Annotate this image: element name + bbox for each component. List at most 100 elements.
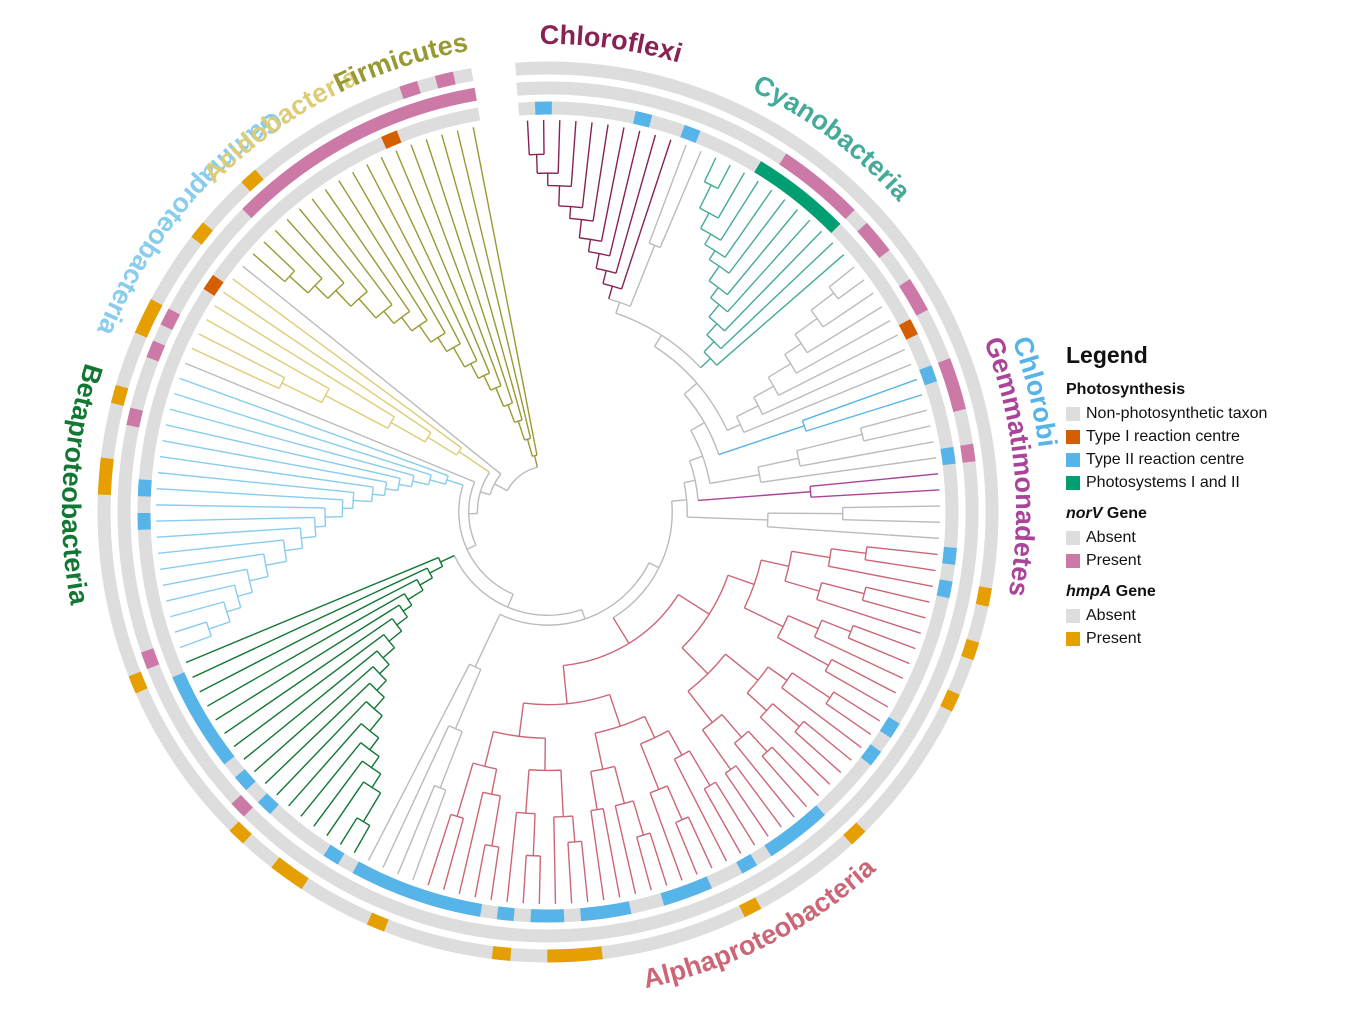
branch-arc [284,270,296,283]
tip-branch [636,836,652,891]
branch-arc [703,351,718,366]
internal-branch [480,491,491,496]
photosynthesis-mark [234,769,256,791]
internal-branch [677,593,710,615]
tip-branch [300,742,362,817]
tip-branch [802,378,918,422]
photosynthesis-mark [580,901,632,922]
tip-branch [179,635,212,649]
branch-arc [687,653,726,692]
internal-branch [581,609,586,620]
branch-arc [690,430,711,484]
internal-branch [613,766,626,804]
tip-branch [828,266,855,288]
swatch-hmpa-absent [1066,608,1080,623]
tip-branch [860,409,927,429]
tip-branch [842,519,940,523]
legend-label: Present [1086,551,1142,569]
internal-branch [683,382,698,395]
tip-branch [648,144,687,244]
norv-mark [779,153,855,219]
tip-branch [286,218,345,284]
branch-arc [516,811,536,815]
tip-branch [733,742,795,818]
internal-branch [369,737,380,751]
swatch-norv-absent [1066,530,1080,545]
branch-arc [710,297,728,313]
swatch-photosystems [1066,475,1080,490]
tip-branch [567,842,573,904]
internal-branch [419,577,433,586]
branch-arc [563,594,679,667]
tip-branch [865,559,936,572]
tip-branch [174,392,432,476]
branch-arc [365,701,383,717]
legend-photosynthesis-title: Photosynthesis [1066,381,1186,398]
branch-arc [350,291,368,307]
internal-branch [608,694,622,727]
internal-branch [578,219,583,238]
tip-branch [580,841,589,903]
internal-branch [533,455,539,468]
branch-arc [743,559,762,609]
internal-branch [484,731,495,767]
tip-branch [687,816,713,869]
internal-branch [571,815,576,842]
tip-branch [703,788,742,854]
branch-arc [612,501,673,619]
tip-branch [191,347,280,390]
legend-title: Legend [1066,342,1148,368]
branch-arc [375,304,393,319]
photosynthesis-mark [633,111,653,128]
photosynthesis-mark [660,876,712,906]
tip-branch [458,792,484,894]
internal-branch [708,250,716,260]
branch-arc [703,781,716,790]
legend-group-photosynthesis: Photosynthesis Non-photosynthetic taxon … [1066,381,1356,494]
tip-branch [242,265,502,475]
internal-branch [784,580,820,592]
internal-branch [699,184,712,209]
internal-branch [474,614,501,668]
gene-name: hmpA [1066,583,1112,600]
tip-branch [326,781,365,837]
branch-arc [455,447,462,456]
internal-branch [718,425,805,456]
internal-branch [560,770,564,817]
tip-branch [223,291,432,434]
internal-branch [440,554,455,563]
branch-arc [493,730,546,739]
branch-arc [205,621,212,637]
internal-branch [648,562,660,569]
photosynthesis-mark [496,906,515,922]
internal-branch [608,285,614,300]
internal-branch [767,666,788,681]
branch-arc [468,481,477,546]
branch-arc [813,620,823,638]
internal-branch [371,773,382,788]
branch-arc [321,388,330,403]
internal-branch [681,647,709,675]
branch-arc [734,730,749,744]
branch-arc [700,227,722,241]
internal-branch [744,607,784,628]
tip-branch [264,682,371,785]
internal-branch [535,154,538,174]
gene-name: norV [1066,505,1103,522]
tip-branch [809,473,939,488]
tip-branch [762,348,906,415]
photosynthesis-mark [919,365,938,386]
branch-arc [594,715,645,734]
tip-branch [675,822,698,875]
hmpa-mark [366,912,389,932]
internal-branch [412,480,429,486]
internal-branch [810,292,835,311]
branch-arc [781,672,793,689]
branch-arc [828,286,839,300]
tip-branch [714,781,756,846]
hmpa-mark [739,897,762,918]
norv-mark [231,794,253,817]
photosynthesis-mark [942,546,957,565]
photosynthesis-mark [534,101,552,115]
branch-arc [735,416,745,433]
